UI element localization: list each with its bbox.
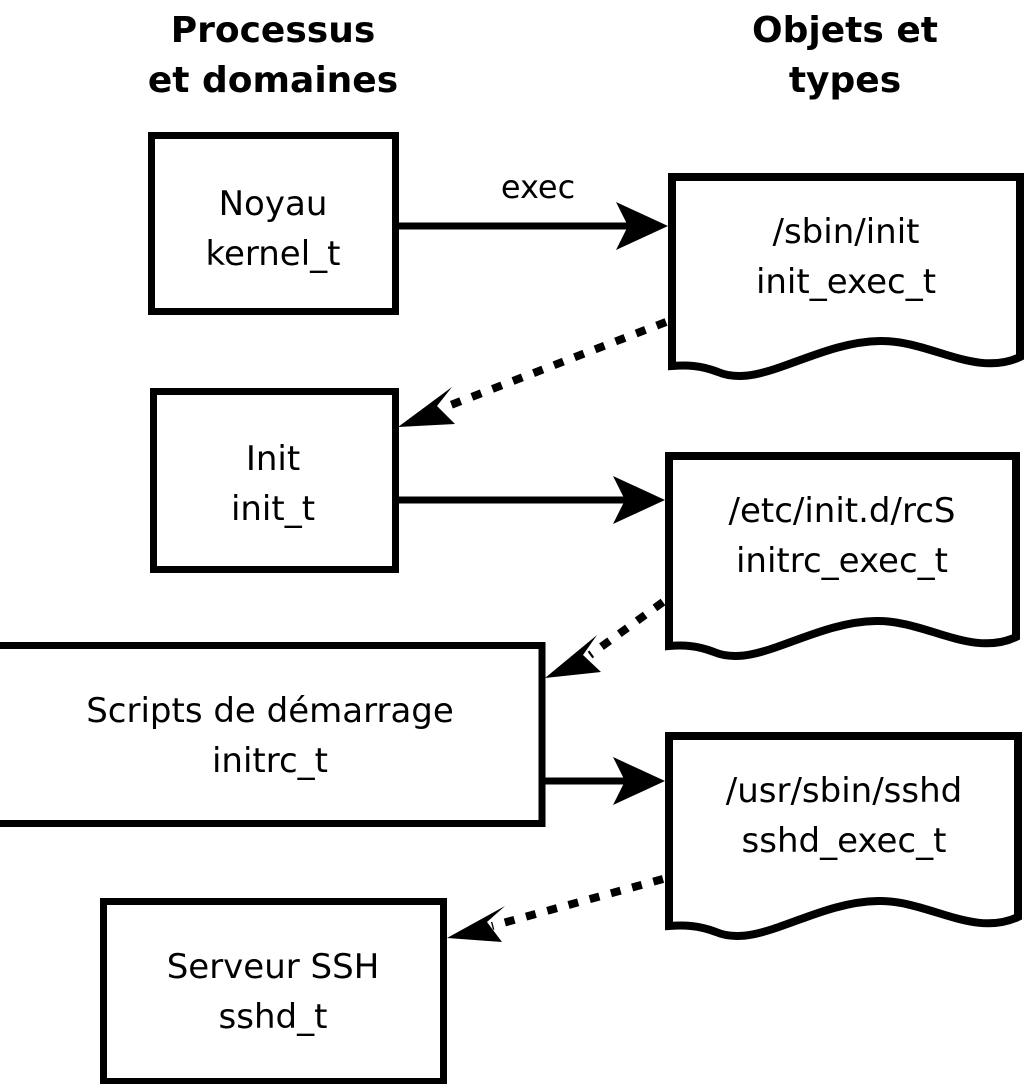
node-initrc_exec-document-shape	[665, 452, 1020, 660]
node-kernel-line1: Noyau	[219, 184, 328, 224]
column-title-objects-line2: types	[789, 60, 901, 101]
edge-initrc-exec-sshd_exec[interactable]	[545, 757, 665, 805]
edge-init_exec-transition-init-arrowhead	[398, 387, 455, 427]
node-initrc[interactable]: Scripts de démarrage initrc_t	[0, 642, 546, 827]
edge-sshd_exec-transition-sshd-line	[490, 875, 665, 930]
edge-init-exec-initrc_exec[interactable]	[398, 476, 665, 524]
node-init-line2: init_t	[231, 489, 315, 529]
node-kernel[interactable]: Noyau kernel_t	[148, 132, 399, 315]
node-sshd_exec-line1: /usr/sbin/sshd	[726, 771, 962, 811]
edge-init_exec-transition-init-line	[441, 318, 668, 412]
edge-label-exec: exec	[501, 168, 575, 206]
edge-sshd_exec-transition-sshd-arrowhead	[447, 906, 505, 942]
edge-kernel-exec-init_exec[interactable]: exec	[398, 168, 668, 250]
edge-initrc-exec-sshd_exec-arrowhead	[613, 757, 665, 805]
column-title-processes-line2: et domaines	[148, 60, 398, 101]
column-title-processes-line1: Processus	[171, 10, 376, 51]
node-kernel-box	[148, 132, 399, 315]
edge-init_exec-transition-init[interactable]	[398, 318, 668, 427]
node-init-box	[150, 388, 399, 573]
column-title-objects: Objets et types	[752, 10, 938, 101]
edge-initrc_exec-transition-initrc-arrowhead	[545, 635, 601, 678]
node-init_exec-line2: init_exec_t	[756, 262, 936, 302]
node-initrc_exec[interactable]: /etc/init.d/rcS initrc_exec_t	[665, 452, 1020, 660]
edge-initrc_exec-transition-initrc[interactable]	[545, 598, 666, 678]
node-init_exec-document-shape	[668, 173, 1024, 380]
node-sshd[interactable]: Serveur SSH sshd_t	[100, 898, 447, 1084]
node-sshd_exec[interactable]: /usr/sbin/sshd sshd_exec_t	[665, 732, 1022, 940]
column-title-processes: Processus et domaines	[148, 10, 398, 101]
node-sshd_exec-line2: sshd_exec_t	[742, 821, 947, 861]
node-initrc-line1: Scripts de démarrage	[86, 691, 454, 731]
node-sshd-box	[100, 898, 447, 1084]
node-sshd_exec-document-shape	[665, 732, 1022, 940]
node-initrc-box	[0, 642, 546, 827]
node-initrc_exec-line2: initrc_exec_t	[736, 541, 948, 581]
edge-kernel-exec-init_exec-arrowhead	[616, 202, 668, 250]
node-init-line1: Init	[246, 439, 300, 479]
node-initrc-line2: initrc_t	[212, 741, 328, 781]
edge-initrc_exec-transition-initrc-line	[587, 598, 666, 659]
node-init_exec[interactable]: /sbin/init init_exec_t	[668, 173, 1024, 380]
node-sshd-line2: sshd_t	[219, 997, 328, 1037]
node-initrc_exec-line1: /etc/init.d/rcS	[729, 491, 956, 531]
edge-init-exec-initrc_exec-arrowhead	[613, 476, 665, 524]
node-kernel-line2: kernel_t	[205, 234, 340, 274]
edge-sshd_exec-transition-sshd[interactable]	[447, 875, 665, 942]
column-title-objects-line1: Objets et	[752, 10, 938, 51]
node-sshd-line1: Serveur SSH	[167, 947, 380, 987]
node-init_exec-line1: /sbin/init	[773, 212, 920, 252]
node-init[interactable]: Init init_t	[150, 388, 399, 573]
